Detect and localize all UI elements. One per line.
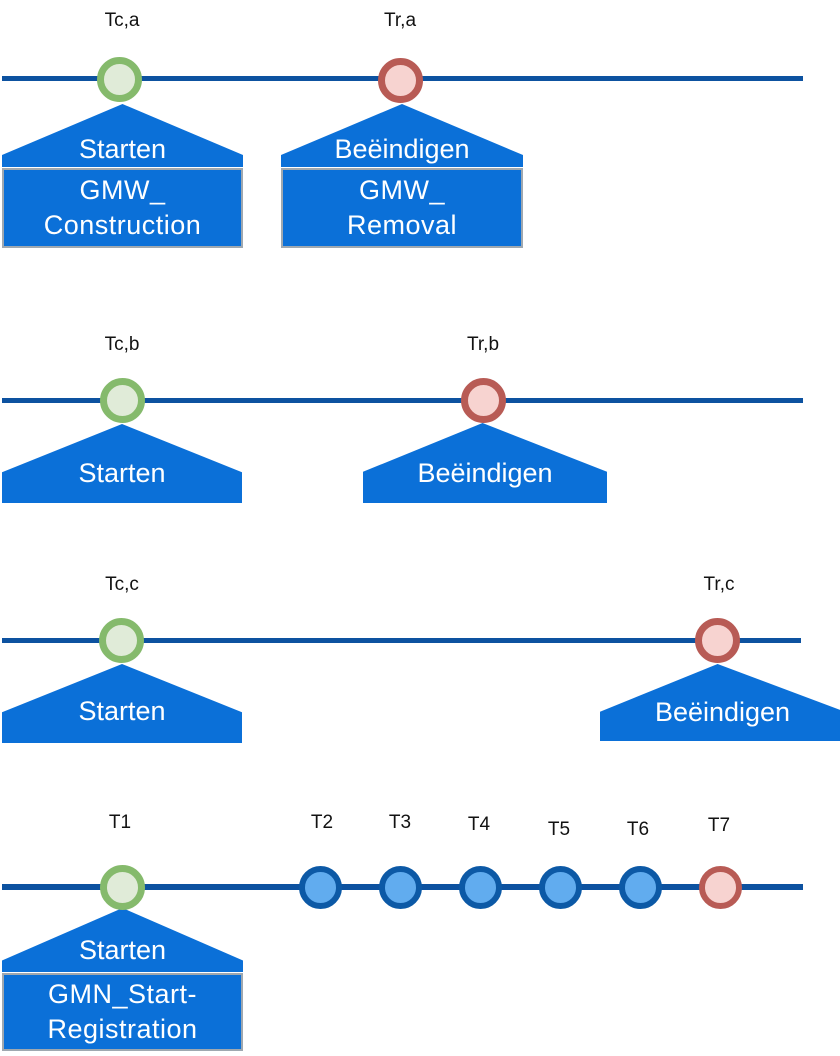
time-label: T3	[388, 812, 412, 833]
time-label: Tr,a	[383, 10, 417, 31]
registration-line: GMW_	[79, 175, 166, 205]
time-label: Tr,c	[703, 574, 735, 595]
end-event-marker	[378, 58, 423, 103]
time-label: T2	[310, 812, 334, 833]
action-callout: Starten	[2, 664, 242, 743]
registration-line: Construction	[43, 210, 202, 240]
end-event-marker	[699, 866, 742, 909]
action-callout: Beëindigen	[600, 664, 840, 741]
start-event-marker	[100, 865, 145, 910]
action-callout: Starten	[2, 908, 243, 972]
time-label: Tr,b	[466, 334, 500, 355]
intermediate-event-marker	[299, 866, 342, 909]
action-callout: Beëindigen	[281, 104, 523, 167]
intermediate-event-marker	[539, 866, 582, 909]
start-event-marker	[100, 378, 145, 423]
registration-line: GMW_	[359, 175, 445, 205]
time-label: Tc,c	[105, 574, 139, 595]
start-event-marker	[99, 618, 144, 663]
start-event-marker	[97, 57, 142, 102]
timeline-axis	[2, 638, 801, 643]
end-event-marker	[461, 378, 506, 423]
intermediate-event-marker	[619, 866, 662, 909]
action-callout: Beëindigen	[363, 423, 607, 503]
registration-line: Registration	[47, 1014, 198, 1044]
intermediate-event-marker	[379, 866, 422, 909]
time-label: T5	[547, 819, 571, 840]
time-label: Tc,a	[104, 10, 140, 31]
timeline-axis	[2, 398, 803, 403]
action-callout: Starten	[2, 104, 243, 167]
registration-box: GMW_ Construction	[2, 168, 243, 248]
registration-line: GMN_Start-	[47, 979, 198, 1009]
intermediate-event-marker	[459, 866, 502, 909]
registration-box: GMW_ Removal	[281, 168, 523, 248]
registration-box: GMN_Start- Registration	[2, 973, 243, 1051]
time-label: T6	[626, 819, 650, 840]
action-callout: Starten	[2, 424, 242, 503]
time-label: Tc,b	[104, 334, 140, 355]
time-label: T7	[707, 815, 731, 836]
time-label: T1	[108, 812, 132, 833]
end-event-marker	[695, 618, 740, 663]
time-label: T4	[467, 814, 491, 835]
registration-line: Removal	[346, 210, 458, 240]
